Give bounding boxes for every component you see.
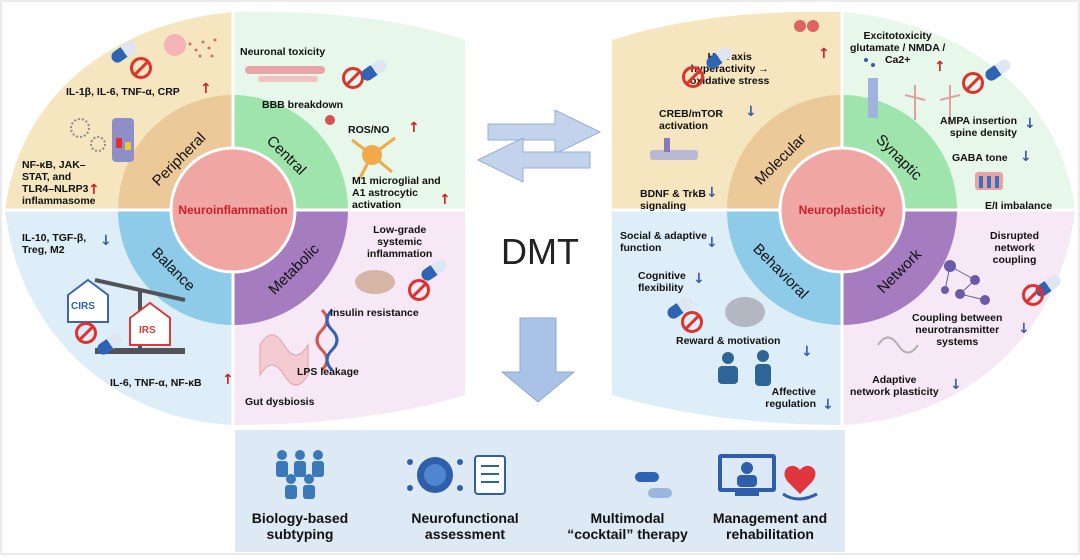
metabolic-item-gut: Gut dysbiosis xyxy=(245,396,315,408)
bottom-item-management: Management and rehabilitation xyxy=(712,510,828,542)
behavioral-item-cognitive: Cognitive flexibility xyxy=(638,270,686,294)
hub-label-neuroplasticity: Neuroplasticity xyxy=(798,203,886,217)
metabolic-item-insulin: Insulin resistance xyxy=(330,307,419,319)
balance-item-anti-inflammatory: IL-10, TGF-β, Treg, M2 xyxy=(22,232,87,256)
neuron-icon xyxy=(877,260,990,354)
cell-icon xyxy=(164,34,217,58)
neuron-icon xyxy=(245,66,335,125)
metabolic-item-lps: LPS leakage xyxy=(297,366,359,378)
down-arrow-icon: ↓ xyxy=(801,344,813,360)
down-arrow-icon: ↓ xyxy=(1024,116,1036,132)
exchange-arrows-icon xyxy=(476,109,602,183)
up-arrow-icon: ↑ xyxy=(408,120,420,136)
no-symbol-icon xyxy=(130,57,152,79)
brain-icon xyxy=(725,297,765,327)
up-arrow-icon: ↑ xyxy=(818,46,830,62)
no-symbol-icon xyxy=(342,67,364,89)
peripheral-item-cytokines: IL-1β, IL-6, TNF-α, CRP xyxy=(66,86,180,98)
down-arrow-icon: ↓ xyxy=(950,377,962,393)
central-item-m1: M1 microglial and A1 astrocytic activati… xyxy=(352,175,441,211)
behavioral-item-reward: Reward & motivation xyxy=(676,335,781,347)
people-icon xyxy=(276,450,324,499)
receptor-icon xyxy=(650,20,819,160)
no-symbol-icon xyxy=(408,279,430,301)
central-item-neuronal-toxicity: Neuronal toxicity xyxy=(240,46,326,58)
synaptic-item-ampa: AMPA insertion spine density xyxy=(939,115,1017,139)
network-item-disrupted: Disrupted network coupling xyxy=(990,230,1040,266)
bottom-item-assessment: Neurofunctional assessment xyxy=(411,510,519,542)
no-symbol-icon xyxy=(75,322,97,344)
no-symbol-icon xyxy=(682,66,704,88)
up-arrow-icon: ↑ xyxy=(439,192,451,208)
doctor-screen-icon xyxy=(718,454,776,496)
hub-label-neuroinflammation: Neuroinflammation xyxy=(178,203,288,217)
no-symbol-icon xyxy=(681,311,703,333)
hub-neuroinflammation xyxy=(169,146,297,274)
center-title: DMT xyxy=(501,231,579,272)
down-arrow-icon: ↓ xyxy=(693,271,705,287)
central-item-ros: ROS/NO xyxy=(348,124,390,136)
scale-icon xyxy=(67,278,186,354)
down-arrow-icon: ↓ xyxy=(706,235,718,251)
checklist-icon xyxy=(474,455,506,495)
down-arrow-icon xyxy=(500,317,576,403)
behavioral-item-affective: Affective regulation xyxy=(765,386,816,410)
dna-icon xyxy=(315,308,339,372)
hub-neuroplasticity xyxy=(778,146,906,274)
bottom-item-subtyping: Biology-based subtyping xyxy=(251,510,349,542)
bottom-item-therapy: Multimodal “cocktail” therapy xyxy=(567,510,688,542)
synaptic-item-gaba: GABA tone xyxy=(952,152,1008,164)
up-arrow-icon: ↑ xyxy=(934,59,946,75)
people-icon xyxy=(718,350,771,386)
synaptic-item-excitotoxicity: Excitotoxicity glutamate / NMDA / Ca2+ xyxy=(850,30,946,66)
metabolic-item-low-grade: Low-grade systemic inflammation xyxy=(367,224,433,260)
astrocyte-icon xyxy=(351,136,396,179)
ai-network-icon xyxy=(407,457,463,493)
up-arrow-icon: ↑ xyxy=(88,182,100,198)
network-item-coupling: Coupling between neurotransmitter system… xyxy=(912,312,1003,348)
up-arrow-icon: ↑ xyxy=(222,372,234,388)
down-arrow-icon: ↓ xyxy=(1018,321,1030,337)
down-arrow-icon: ↓ xyxy=(100,233,112,249)
gut-icon xyxy=(259,270,395,386)
synaptic-item-ei: E/I imbalance xyxy=(985,200,1053,212)
network-item-adaptive: Adaptive network plasticity xyxy=(850,374,939,398)
balance-tag-irs: IRS xyxy=(139,325,156,336)
up-arrow-icon: ↑ xyxy=(200,81,212,97)
molecular-item-bdnf: BDNF & TrkB signaling xyxy=(640,188,706,212)
down-arrow-icon: ↓ xyxy=(822,397,834,413)
neuron-icon xyxy=(864,58,1003,190)
behavioral-item-social: Social & adaptive function xyxy=(620,230,707,254)
down-arrow-icon: ↓ xyxy=(1020,149,1032,165)
down-arrow-icon: ↓ xyxy=(706,185,718,201)
heart-hand-icon xyxy=(782,465,818,501)
peripheral-item-pathways: NF-κB, JAK– STAT, and TLR4–NLRP3 inflamm… xyxy=(22,159,96,207)
central-item-bbb: BBB breakdown xyxy=(262,99,344,111)
balance-tag-cirs: CIRS xyxy=(71,301,95,312)
balance-item-pro-inflammatory: IL-6, TNF-α, NF-κB xyxy=(110,377,202,389)
molecular-item-creb: CREB/mTOR activation xyxy=(659,108,723,132)
no-symbol-icon xyxy=(1022,284,1044,306)
no-symbol-icon xyxy=(962,72,984,94)
down-arrow-icon: ↓ xyxy=(745,104,757,120)
receptor-icon xyxy=(70,118,134,162)
pill-capsule-icon xyxy=(635,472,672,498)
